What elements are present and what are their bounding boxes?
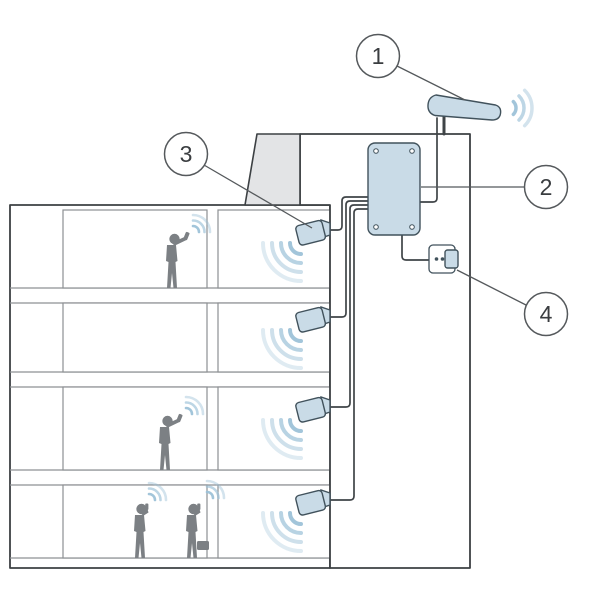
callout-circle (163, 131, 209, 177)
screw-icon (409, 224, 415, 230)
callout-leader-4 (456, 269, 527, 306)
indoor-antenna-cable-3 (326, 204, 369, 408)
callout-3: 3 (163, 131, 209, 177)
indoor-antenna-cable-4 (326, 208, 369, 501)
screw-icon (373, 224, 379, 230)
indoor-antenna-cable-1 (326, 196, 369, 231)
callout-leader-1 (396, 65, 466, 101)
antenna-feed-cable (419, 117, 438, 203)
callout-1: 1 (355, 33, 401, 79)
callout-circle (523, 164, 569, 210)
plug-adapter-icon (444, 249, 459, 269)
signal-waves-icon (505, 88, 545, 128)
cables (326, 117, 438, 501)
callout-number: 4 (540, 301, 553, 327)
indoor-antenna-cable-2 (326, 200, 369, 318)
callout-4: 4 (523, 291, 569, 337)
power-outlet-icon (428, 244, 459, 274)
briefcase-icon (197, 541, 209, 550)
signal-booster-icon (367, 142, 421, 236)
room (62, 386, 208, 471)
callout-number: 1 (372, 43, 385, 69)
outdoor-antenna-icon (427, 94, 502, 136)
room (62, 209, 208, 289)
power-cord (401, 234, 430, 261)
callout-leader-3 (203, 164, 313, 229)
callout-circle (355, 33, 401, 79)
screw-icon (373, 148, 379, 154)
callout-number: 2 (540, 174, 553, 200)
screw-icon (409, 148, 415, 154)
callout-number: 3 (180, 141, 193, 167)
callout-circle (523, 291, 569, 337)
callout-2: 2 (523, 164, 569, 210)
room (62, 302, 208, 373)
rooftop-structure (244, 133, 301, 206)
